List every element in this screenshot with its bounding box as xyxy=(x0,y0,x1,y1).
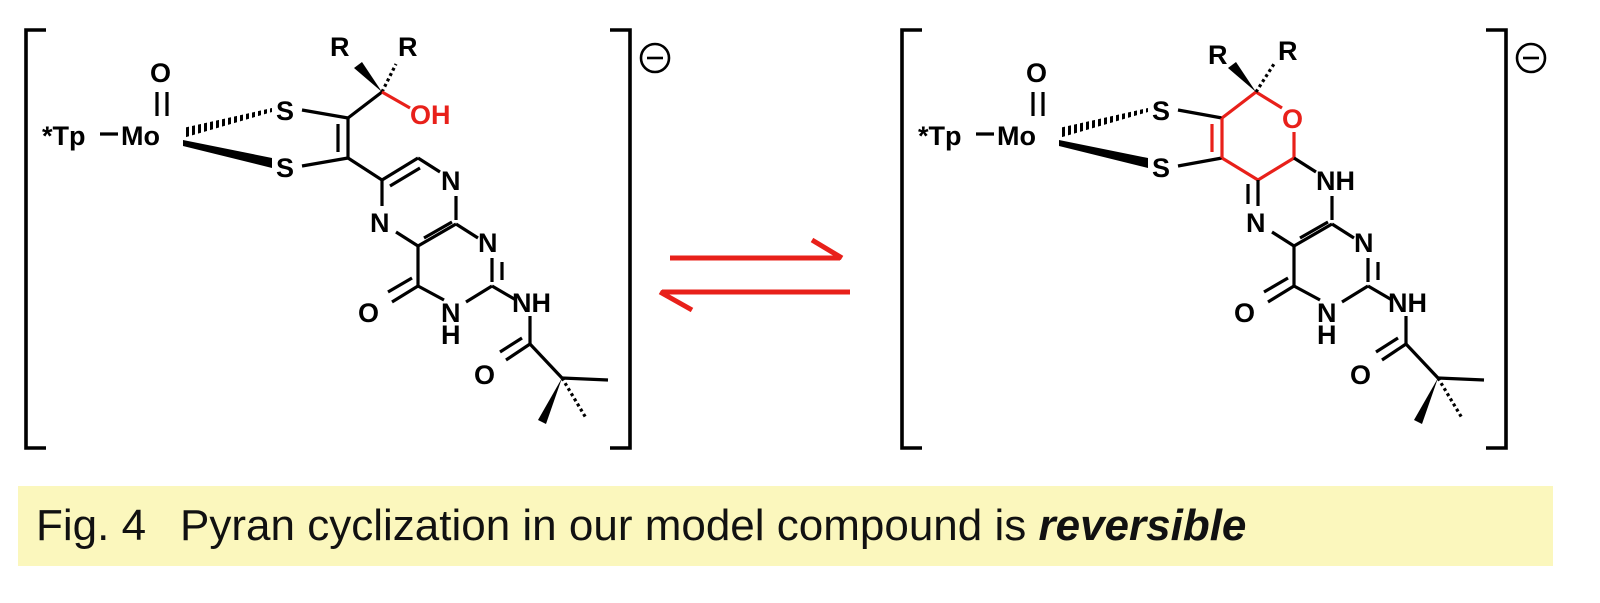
r-group-1-label: R xyxy=(1208,40,1228,70)
right-bracket-close xyxy=(1486,28,1508,450)
amide-nh-label: NH xyxy=(512,288,551,318)
pyrimidine-n-label: N xyxy=(1354,228,1374,258)
caption-text: Pyran cyclization in our model compound … xyxy=(180,501,1039,550)
oxo-atom-label: O xyxy=(1026,58,1047,88)
ring-nh-n-label: N xyxy=(1317,298,1337,328)
sulfur-bottom-label: S xyxy=(276,153,294,183)
reaction-scheme: *Tp Mo O S S R R OH N N xyxy=(24,28,1547,450)
ring-carbonyl-label: O xyxy=(1234,298,1255,328)
tp-ligand-label: *Tp xyxy=(42,121,86,151)
pyrazine-n-right-label: N xyxy=(441,166,461,196)
ring-nh-h-label: H xyxy=(1317,320,1337,350)
right-bracket-open xyxy=(900,28,922,450)
mo-atom-label: Mo xyxy=(121,121,160,151)
ring-nh-n-label: N xyxy=(441,298,461,328)
tp-ligand-label: *Tp xyxy=(918,121,962,151)
r-group-1-label: R xyxy=(330,32,350,62)
equilibrium-arrows-icon xyxy=(658,237,850,313)
caption-emphasis: reversible xyxy=(1038,501,1247,550)
figure-label: Fig. 4 xyxy=(36,501,147,550)
pyrazine-n-left-label: N xyxy=(1246,208,1266,238)
pyran-oxygen-label: O xyxy=(1282,104,1303,134)
pyrazine-n-left-label: N xyxy=(370,208,390,238)
pyrimidine-n-label: N xyxy=(478,228,498,258)
ring-nh-h-label: H xyxy=(441,320,461,350)
hashed-wedge-bond xyxy=(183,108,272,138)
mo-atom-label: Mo xyxy=(997,121,1036,151)
reactant-structure: *Tp Mo O S S R R OH N N xyxy=(24,28,671,450)
sulfur-top-label: S xyxy=(1152,96,1170,126)
oxo-atom-label: O xyxy=(150,58,171,88)
negative-charge-icon xyxy=(639,42,671,74)
sulfur-bottom-label: S xyxy=(1152,153,1170,183)
amide-oxygen-label: O xyxy=(1350,360,1371,390)
ring-carbonyl-label: O xyxy=(358,298,379,328)
hydroxyl-label: OH xyxy=(410,100,451,130)
left-bracket-open xyxy=(24,28,46,450)
amide-nh-label: NH xyxy=(1388,288,1427,318)
amide-oxygen-label: O xyxy=(474,360,495,390)
r-group-2-label: R xyxy=(1278,36,1298,66)
negative-charge-icon xyxy=(1515,42,1547,74)
r-group-2-label: R xyxy=(398,32,418,62)
left-bracket-close xyxy=(610,28,632,450)
pyrazine-nh-label: NH xyxy=(1316,166,1355,196)
product-structure: *Tp Mo O S S O R R NH N xyxy=(900,28,1547,450)
figure-caption: Fig. 4 Pyran cyclization in our model com… xyxy=(18,486,1553,566)
solid-wedge-bond xyxy=(183,140,272,168)
sulfur-top-label: S xyxy=(276,96,294,126)
